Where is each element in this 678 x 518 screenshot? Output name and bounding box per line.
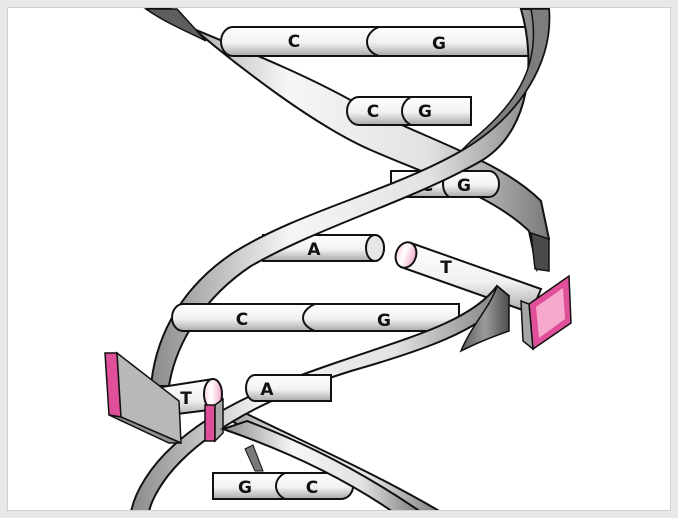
base-pair-7: G C	[213, 473, 353, 499]
base-label: C	[288, 32, 300, 52]
diagram-frame: C G C G C G A T C	[7, 7, 671, 511]
base-pair-6: A T	[105, 353, 331, 443]
base-label: C	[367, 102, 379, 122]
base-pair-1: C G	[221, 27, 533, 56]
base-label: A	[307, 240, 321, 260]
base-pair-5: C G	[172, 304, 459, 331]
base-label: C	[306, 478, 318, 498]
base-label: C	[236, 310, 248, 330]
base-label: A	[260, 380, 274, 400]
base-label: T	[180, 389, 192, 409]
base-label: G	[432, 34, 446, 54]
dna-helix-diagram: C G C G C G A T C	[8, 8, 671, 511]
base-label: G	[377, 311, 391, 331]
base-label: G	[418, 102, 432, 122]
base-label: G	[457, 176, 471, 196]
base-pair-2: C G	[347, 97, 471, 125]
base-label: G	[238, 478, 252, 498]
base-label: T	[440, 258, 452, 278]
